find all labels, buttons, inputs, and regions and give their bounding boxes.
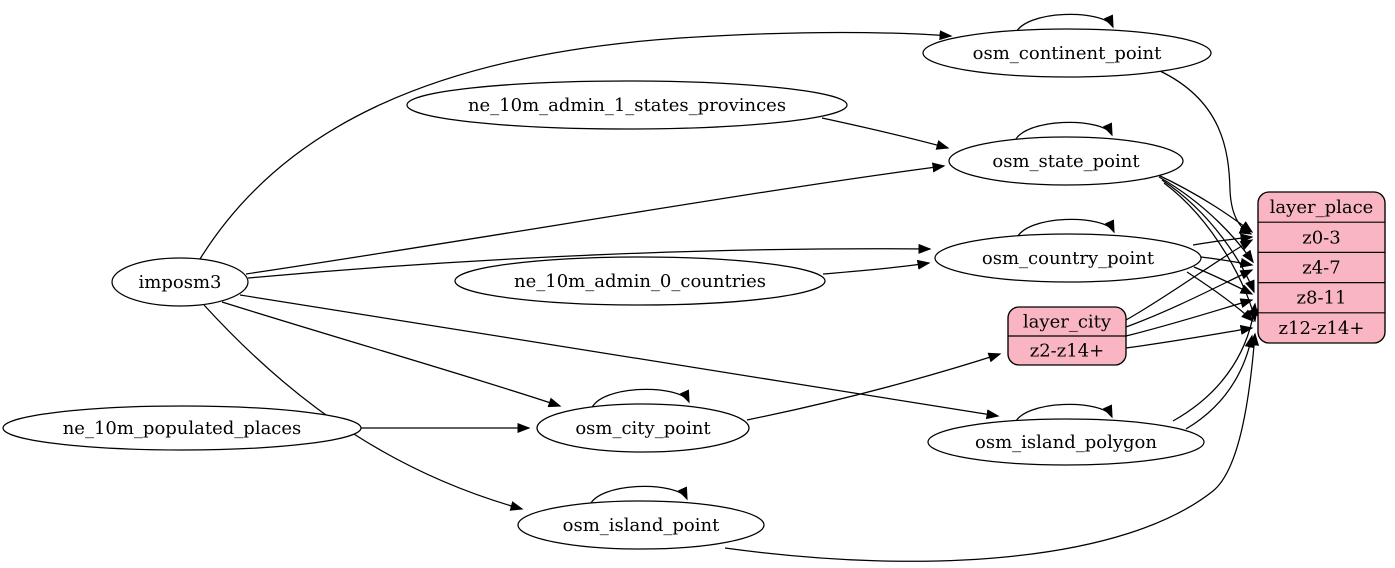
table-node-ne_10m_admin_0_countries: ne_10m_admin_0_countries xyxy=(454,256,826,306)
record-row-z8-11: z8-11 xyxy=(1297,288,1347,309)
record-title: layer_city xyxy=(1023,312,1112,333)
node-shape-osm_island_point xyxy=(517,500,765,550)
table-node-osm_continent_point: osm_continent_point xyxy=(922,28,1212,78)
self-loop-edge-osm_island_point xyxy=(588,485,688,508)
node-label: ne_10m_admin_1_states_provinces xyxy=(468,95,786,116)
self-loop-edge-osm_island_polygon xyxy=(1013,403,1113,426)
edge-imposm3-to-osm_island_polygon xyxy=(239,294,1000,420)
self-loop-edge-osm_continent_point xyxy=(1014,13,1114,36)
table-node-ne_10m_populated_places: ne_10m_populated_places xyxy=(2,405,362,451)
table-node-ne_10m_admin_1_states_provinces: ne_10m_admin_1_states_provinces xyxy=(406,80,848,130)
edge-imposm3-to-osm_country_point xyxy=(247,243,932,279)
edge-osm_country_point-to-layer_place-z12-z14+ xyxy=(1186,271,1255,323)
node-shape-osm_city_point xyxy=(536,403,750,453)
edge-osm_state_point-to-layer_place-z0-3 xyxy=(1155,173,1254,233)
edge-osm_island_point-to-layer_place-z12-z14+ xyxy=(724,332,1260,562)
record-row-z2-z14+: z2-z14+ xyxy=(1030,341,1105,362)
table-node-osm_city_point: osm_city_point xyxy=(536,403,750,453)
edge-osm_country_point-to-layer_place-z0-3 xyxy=(1192,233,1254,246)
node-label: osm_state_point xyxy=(992,151,1140,172)
node-label: osm_city_point xyxy=(575,418,711,439)
nodes-layer: imposm3ne_10m_admin_1_states_provincesos… xyxy=(2,28,1386,550)
node-label: osm_island_point xyxy=(563,515,720,536)
node-label: ne_10m_populated_places xyxy=(63,418,302,439)
edge-imposm3-to-osm_continent_point xyxy=(199,30,953,260)
edge-osm_state_point-to-layer_place-z4-7 xyxy=(1158,176,1254,264)
edge-osm_island_polygon-to-layer_place-z8-11 xyxy=(1172,302,1259,422)
node-shape-imposm3 xyxy=(111,257,249,307)
edge-imposm3-to-osm_city_point xyxy=(221,301,562,408)
layer-node-layer_place: layer_place z0-3 z4-7 z8-11 z12-z14+ xyxy=(1257,191,1386,344)
record-row-z0-3: z0-3 xyxy=(1302,227,1340,248)
node-shape-osm_continent_point xyxy=(922,28,1212,78)
self-loop-edge-osm_city_point xyxy=(590,388,690,411)
edge-osm_country_point-to-layer_place-z8-11 xyxy=(1193,266,1254,295)
edge-osm_city_point-to-layer_city-z2-z14+ xyxy=(746,352,1002,421)
edge-osm_state_point-to-layer_place-z8-11 xyxy=(1161,179,1255,294)
node-shape-ne_10m_admin_0_countries xyxy=(454,256,826,306)
edge-layer_city-to-layer_place-z12-z14+ xyxy=(1125,324,1254,349)
node-shape-osm_island_polygon xyxy=(927,418,1205,466)
record-row-z12-z14+: z12-z14+ xyxy=(1279,318,1365,339)
edge-osm_island_polygon-to-layer_place-z12-z14+ xyxy=(1185,334,1255,430)
edge-imposm3-to-osm_island_point xyxy=(203,304,524,511)
record-title: layer_place xyxy=(1270,197,1374,218)
edge-imposm3-to-osm_state_point xyxy=(245,162,946,275)
layer-node-layer_city: layer_city z2-z14+ xyxy=(1007,306,1127,366)
edge-layer_city-to-layer_place-z4-7 xyxy=(1125,269,1254,328)
node-shape-osm_state_point xyxy=(948,136,1184,186)
edge-layer_city-to-layer_place-z8-11 xyxy=(1125,298,1254,337)
node-label: osm_country_point xyxy=(982,248,1155,269)
self-loop-edge-osm_country_point xyxy=(1015,218,1115,241)
edge-osm_country_point-to-layer_place-z4-7 xyxy=(1200,256,1254,268)
self-loop-edge-osm_state_point xyxy=(1013,121,1113,144)
node-label: imposm3 xyxy=(139,272,222,293)
node-shape-ne_10m_admin_1_states_provinces xyxy=(406,80,848,130)
table-node-osm_island_point: osm_island_point xyxy=(517,500,765,550)
node-label: osm_island_polygon xyxy=(975,432,1157,453)
node-label: osm_continent_point xyxy=(973,43,1162,64)
record-row-z4-7: z4-7 xyxy=(1302,258,1340,279)
edge-layer_city-to-layer_place-z0-3 xyxy=(1125,239,1254,321)
table-node-osm_island_polygon: osm_island_polygon xyxy=(927,418,1205,466)
node-shape-layer_place xyxy=(1257,191,1386,344)
table-node-imposm3: imposm3 xyxy=(111,257,249,307)
node-label: ne_10m_admin_0_countries xyxy=(514,271,766,292)
edge-ne_10m_admin_1_states_provinces-to-osm_state_point xyxy=(821,117,950,150)
table-node-osm_country_point: osm_country_point xyxy=(934,233,1202,283)
table-node-osm_state_point: osm_state_point xyxy=(948,136,1184,186)
edge-osm_continent_point-to-layer_place-z0-3 xyxy=(1159,70,1253,235)
node-shape-ne_10m_populated_places xyxy=(2,405,362,451)
node-shape-osm_country_point xyxy=(934,233,1202,283)
edge-ne_10m_admin_0_countries-to-osm_country_point xyxy=(822,259,931,275)
